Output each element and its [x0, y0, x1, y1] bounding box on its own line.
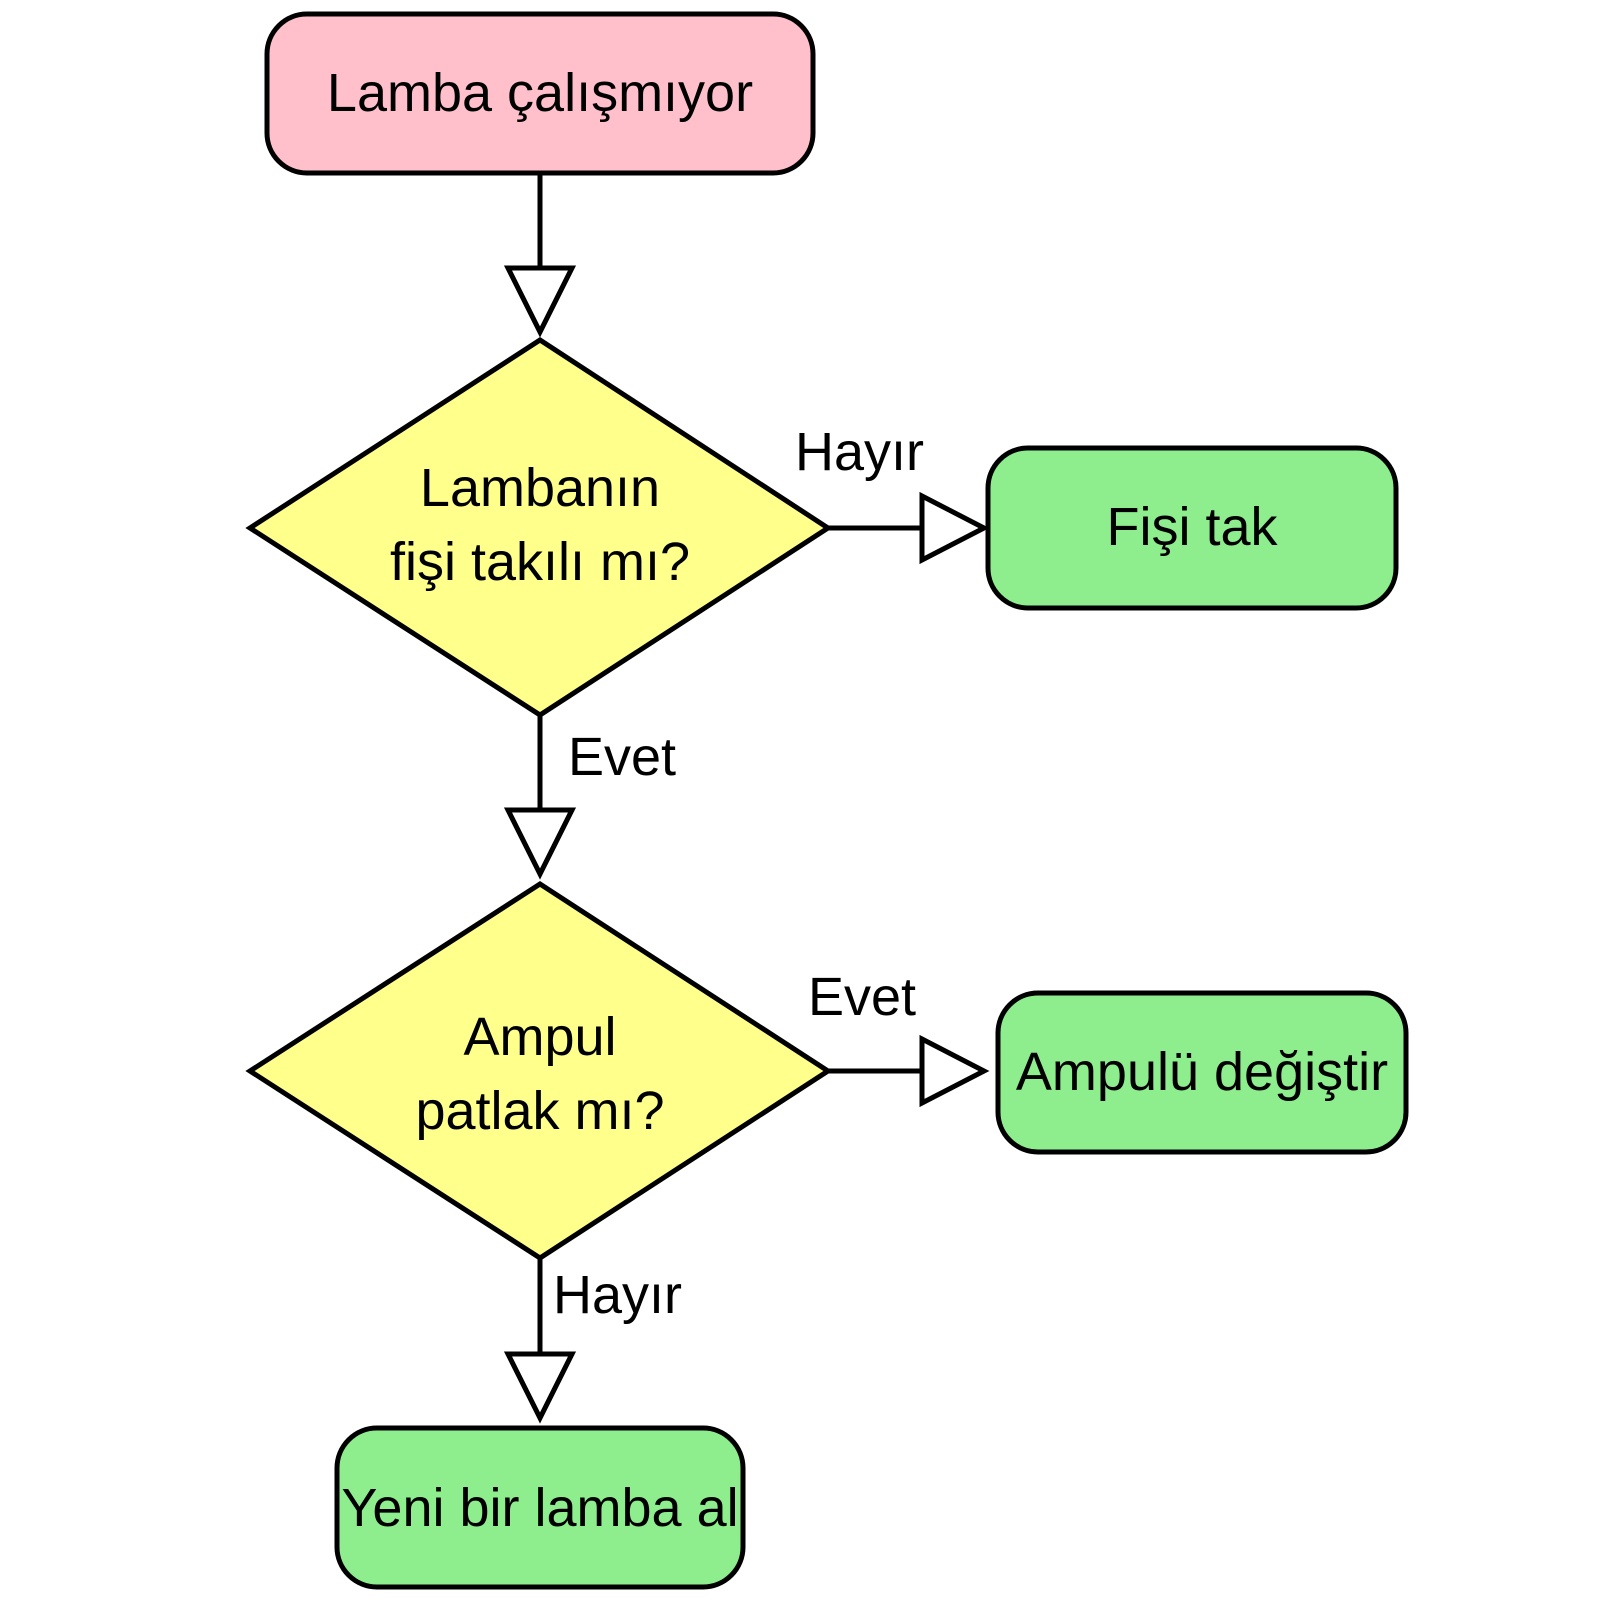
arrowhead-plug-yes — [503, 807, 577, 880]
action-replace-bulb-label: Ampulü değiştir — [1016, 1042, 1388, 1102]
start-node-label: Lamba çalışmıyor — [327, 63, 753, 123]
arrowhead-bulb-no — [503, 1351, 577, 1424]
action-plug-in-label: Fişi tak — [1106, 497, 1278, 557]
decision-bulb-node: Ampul patlak mı? — [245, 881, 833, 1261]
decision-bulb-label-line2: patlak mı? — [415, 1081, 664, 1141]
decision-plug-label-line1: Lambanın — [420, 458, 660, 518]
edge-label-bulb-yes: Evet — [808, 967, 916, 1027]
edge-label-plug-no: Hayır — [795, 422, 924, 482]
start-node: Lamba çalışmıyor — [264, 11, 816, 176]
action-plug-in-node: Fişi tak — [985, 445, 1399, 611]
decision-plug-diamond — [245, 337, 833, 718]
arrowhead-bulb-yes — [919, 1034, 990, 1108]
action-buy-lamp-node: Yeni bir lamba al — [334, 1425, 746, 1590]
action-plug-in-box — [985, 445, 1399, 611]
action-replace-bulb-box — [995, 990, 1409, 1155]
action-buy-lamp-label: Yeni bir lamba al — [341, 1478, 738, 1538]
edge-label-plug-yes: Evet — [568, 727, 676, 787]
edge-label-bulb-no: Hayır — [553, 1265, 682, 1325]
decision-plug-label-line2: fişi takılı mı? — [390, 532, 690, 592]
decision-bulb-label-line1: Ampul — [463, 1007, 616, 1067]
action-replace-bulb-node: Ampulü değiştir — [995, 990, 1409, 1155]
arrowhead-start-to-plug-decision — [503, 265, 577, 338]
decision-plug-node: Lambanın fişi takılı mı? — [245, 337, 833, 718]
action-buy-lamp-box — [334, 1425, 746, 1590]
start-node-box — [264, 11, 816, 176]
decision-bulb-diamond — [245, 881, 833, 1261]
arrowhead-plug-no — [919, 491, 990, 565]
